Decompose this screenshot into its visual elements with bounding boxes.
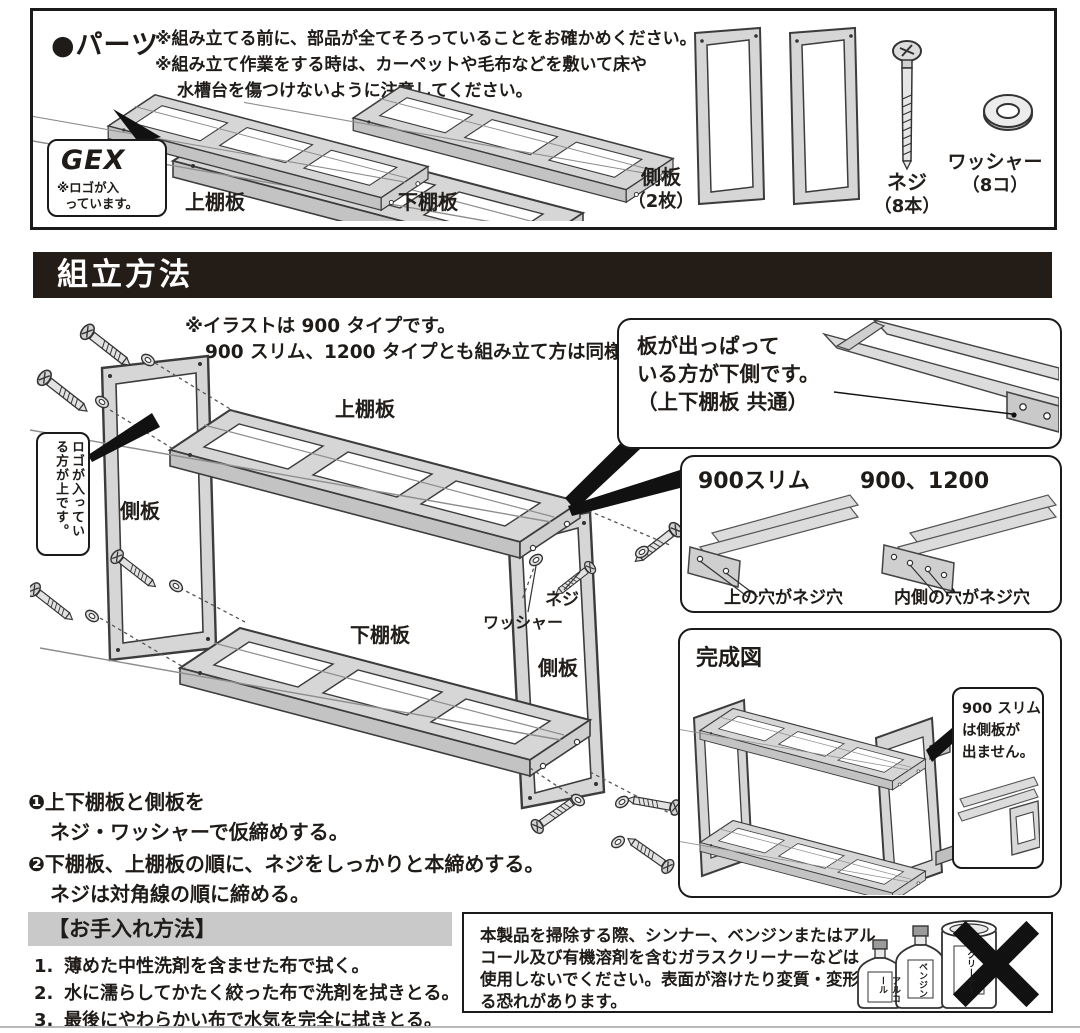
side-panel-right-label: 側板: [537, 656, 579, 680]
screw-holes-callout-box: 900スリム 900、1200 上の穴がネジ穴 内側の穴がネジ穴: [680, 455, 1062, 613]
underside-illustration: [821, 320, 1059, 433]
screw-top-left-1: [76, 320, 136, 373]
caution-line-2: コール及び有機溶剤を含むガラスクリーナーなどは: [480, 948, 860, 967]
care-item-1: 1. 薄めた中性洗剤を含ませた布で拭く。: [34, 952, 369, 978]
finished-illustration: [680, 698, 957, 895]
slim-inset-illustration: [957, 776, 1040, 856]
standard-board: [881, 494, 1058, 598]
cleaner-label: クリーナー: [965, 950, 975, 995]
caution-line-4: る恐れがあります。: [480, 992, 627, 1011]
screw-right-top: [629, 519, 680, 569]
parts-top-shelf-label: 上棚板: [185, 190, 246, 214]
underside-line-3: （上下棚板 共通）: [637, 390, 809, 414]
bottom-shelf-label: 下棚板: [350, 623, 411, 647]
parts-note-2: ※組み立て作業をする時は、カーペットや毛布などを敷いて床や: [155, 55, 648, 75]
screw-icon: [892, 40, 922, 171]
parts-side-panel-label: 側板: [640, 165, 682, 189]
step-1-line-2: ネジ・ワッシャーで仮締めする。: [50, 820, 349, 844]
gex-note-2: っています。: [65, 196, 139, 211]
care-item-2-num: 2.: [34, 983, 54, 1004]
care-item-3-num: 3.: [34, 1010, 54, 1031]
gex-callout-wedge: [113, 109, 161, 143]
bottom-divider: [0, 1026, 1080, 1028]
washer-icon: [983, 94, 1033, 131]
assembly-note-1: ※イラストは 900 タイプです。: [185, 316, 456, 337]
assembly-diagram: 上棚板 下棚板 側板 側板 ネジ ワッシャー: [30, 320, 680, 877]
label-leaders: [527, 565, 581, 613]
caution-line-3: 使用しないでください。表面が溶けたり変質・変形す: [480, 970, 876, 989]
parts-note-3: 水槽台を傷つけないように注意してください。: [177, 81, 533, 101]
side-panel-left-label: 側板: [119, 499, 161, 523]
top-shelf-label: 上棚板: [335, 397, 396, 421]
underside-callout-box: 板が出っぱって いる方が下側です。 （上下棚板 共通）: [617, 318, 1062, 449]
gex-logo: GEX: [61, 145, 126, 176]
prohibited-x-icon: [952, 920, 1040, 1008]
wedge-from-logo-callout: [88, 413, 160, 462]
parts-washer-label: ワッシャー: [947, 151, 1042, 173]
care-item-3-text: 最後にやわらかい布で水気を完全に拭きとる。: [64, 1010, 442, 1031]
wedge-to-slim-note: [926, 728, 952, 762]
standard-title: 900、1200: [860, 469, 990, 494]
parts-note-1: ※組み立てる前に、部品が全てそろっていることをお確かめください。: [155, 29, 697, 49]
assembly-note-2: 900 スリム、1200 タイプとも組み立て方は同様です。: [205, 342, 677, 363]
screw-mid-left-2: [30, 579, 78, 627]
wedge-to-holes-callout: [568, 470, 680, 516]
caution-box: 本製品を掃除する際、シンナー、ベンジンまたはアル コール及び有機溶剤を含むガラス…: [462, 912, 1053, 1013]
care-section-header: 【お手入れ方法】: [28, 912, 452, 946]
slim-note-callout: 900 スリム は側板が 出ません。: [952, 687, 1044, 869]
parts-title: ●パーツ: [51, 30, 160, 61]
benzine-bottle: [895, 925, 945, 1009]
finished-view-box: 完成図 900 スリム は側板が 出ません。: [678, 628, 1062, 898]
washer-label: ワッシャー: [483, 613, 563, 632]
slim-hole-label: 上の穴がネジ穴: [724, 588, 843, 608]
gex-note-1: ※ロゴが入: [57, 180, 120, 195]
step-1-line-1: ❶上下棚板と側板を: [28, 790, 205, 814]
parts-side-panels: [693, 26, 861, 206]
parts-screw-qty: （8本）: [874, 195, 941, 217]
finished-title: 完成図: [696, 646, 763, 671]
care-item-2-text: 水に濡らしてかたく絞った布で洗剤を拭きとる。: [64, 983, 460, 1004]
alcohol-bottle: [857, 939, 903, 1009]
screw-top-left-2: [33, 366, 93, 419]
parts-section-box: ●パーツ ※組み立てる前に、部品が全てそろっていることをお確かめください。 ※組…: [30, 8, 1057, 230]
care-item-2: 2. 水に濡らしてかたく絞った布で洗剤を拭きとる。: [34, 979, 459, 1005]
benzine-label: ベンジン: [917, 962, 927, 998]
washer-4: [82, 607, 102, 625]
step-2-line-2: ネジは対角線の順に締める。: [50, 882, 310, 906]
solvent-bottles-illustration: [857, 920, 1040, 1009]
caution-line-1: 本製品を掃除する際、シンナー、ベンジンまたはアル: [480, 926, 876, 945]
care-item-3: 3. 最後にやわらかい布で水気を完全に拭きとる。: [34, 1006, 442, 1032]
slim-note-1: 900 スリム: [962, 701, 1041, 717]
care-item-1-num: 1.: [34, 956, 54, 977]
washer-8: [612, 793, 632, 811]
underside-line-1: 板が出っぱって: [637, 334, 780, 358]
parts-bottom-shelf-label: 下棚板: [398, 190, 459, 214]
gex-logo-callout: GEX ※ロゴが入 っています。: [47, 139, 167, 217]
parts-illustration: 上棚板 下棚板 側板 （2枚） ネジ （8本） ワッシャー （8コ）: [33, 26, 1043, 221]
washer-9: [608, 833, 628, 851]
slim-board: [687, 494, 860, 598]
alcohol-label: アルコール: [877, 976, 900, 1003]
screw-label: ネジ: [545, 590, 579, 610]
screw-bottom-3: [622, 831, 677, 877]
screw-holes-illustration: [687, 494, 1058, 598]
logo-up-callout: ロゴが入っている方が上です。: [36, 432, 90, 556]
parts-side-panel-qty: （2枚）: [628, 190, 695, 212]
slim-title: 900スリム: [698, 469, 810, 494]
care-item-1-text: 薄めた中性洗剤を含ませた布で拭く。: [64, 956, 370, 977]
underside-line-2: いる方が下側です。: [637, 362, 820, 386]
parts-screw-label: ネジ: [887, 170, 927, 194]
step-2-line-1: ❷下棚板、上棚板の順に、ネジをしっかりと本締めする。: [28, 852, 545, 876]
slim-note-2: は側板が: [962, 723, 1020, 739]
parts-washer-qty: （8コ）: [962, 175, 1029, 196]
assembly-method-header: 組立方法: [33, 252, 1052, 298]
slim-note-3: 出ません。: [962, 745, 1035, 761]
standard-hole-label: 内側の穴がネジ穴: [894, 588, 1030, 608]
